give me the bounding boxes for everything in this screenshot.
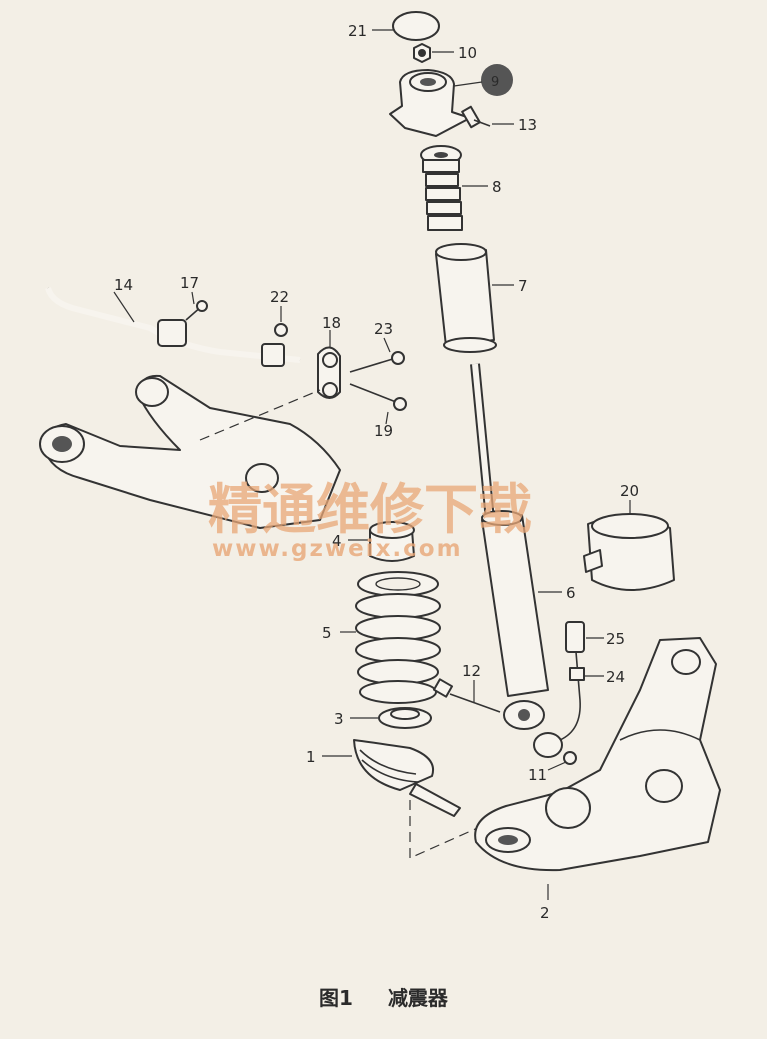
part-9-top-mount: 9: [389, 64, 513, 137]
label-18: 18: [322, 314, 341, 332]
part-2-wheel-carrier: 2: [474, 637, 721, 922]
part-14-stabilizer: 14: [45, 276, 301, 367]
part-13-bolt: 13: [461, 105, 537, 134]
label-22: 20: [620, 482, 639, 500]
part-21-bolt: 23: [349, 320, 405, 373]
part-7-boot: 7: [435, 243, 528, 353]
part-12-bolt: 12: [432, 662, 501, 713]
label-9: 9: [491, 75, 499, 90]
figure-caption: 图1 减震器: [0, 982, 767, 1011]
label-17: 17: [180, 274, 199, 292]
watermark: 精通维修下载 www.gzweix.com: [208, 477, 532, 562]
label-25: 25: [606, 630, 625, 648]
watermark-text: 精通维修下载: [208, 477, 532, 541]
part-17-bolt: 17: [180, 274, 208, 321]
part-19-bolt: 19: [349, 383, 407, 440]
part-5-coil-spring: 5: [322, 571, 441, 704]
label-3: 3: [334, 710, 344, 728]
part-10-nut: 10: [413, 43, 477, 63]
label-7: 7: [518, 277, 528, 295]
label-11: 11: [528, 766, 547, 784]
label-4: 4: [332, 532, 342, 550]
label-19: 19: [374, 422, 393, 440]
label-1: 1: [306, 748, 316, 766]
part-24-bracket: 24: [559, 651, 625, 741]
label-12: 12: [462, 662, 481, 680]
watermark-url: www.gzweix.com: [212, 536, 463, 562]
part-6-shock-absorber: 6: [470, 363, 576, 758]
caption-title: 减震器: [387, 986, 448, 1010]
label-14: 14: [114, 276, 133, 294]
label-21: 23: [374, 320, 393, 338]
label-10: 10: [458, 44, 477, 62]
caption-number: 图1: [319, 986, 353, 1010]
trailing-arm: [39, 374, 341, 529]
label-6: 6: [566, 584, 576, 602]
part-8-bump-stop: 8: [420, 145, 502, 231]
label-13: 13: [518, 116, 537, 134]
part-4-spring-seat: 4: [332, 521, 415, 562]
label-24: 24: [606, 668, 625, 686]
label-5: 5: [322, 624, 332, 642]
part-1-pad: 1: [306, 739, 501, 859]
part-11-nut: 11: [528, 751, 577, 784]
part-22-bushing: 20: [583, 482, 675, 591]
label-8: 8: [492, 178, 502, 196]
part-25-sensor: 25: [565, 621, 625, 653]
part-23-cap: 21: [348, 11, 440, 41]
label-2: 2: [540, 904, 550, 922]
part-3-lower-seat: 3: [334, 707, 432, 729]
part-18-link: 18: [317, 314, 341, 399]
label-23: 21: [348, 22, 367, 40]
label-20: 22: [270, 288, 289, 306]
part-20-nut: 22: [270, 288, 289, 337]
